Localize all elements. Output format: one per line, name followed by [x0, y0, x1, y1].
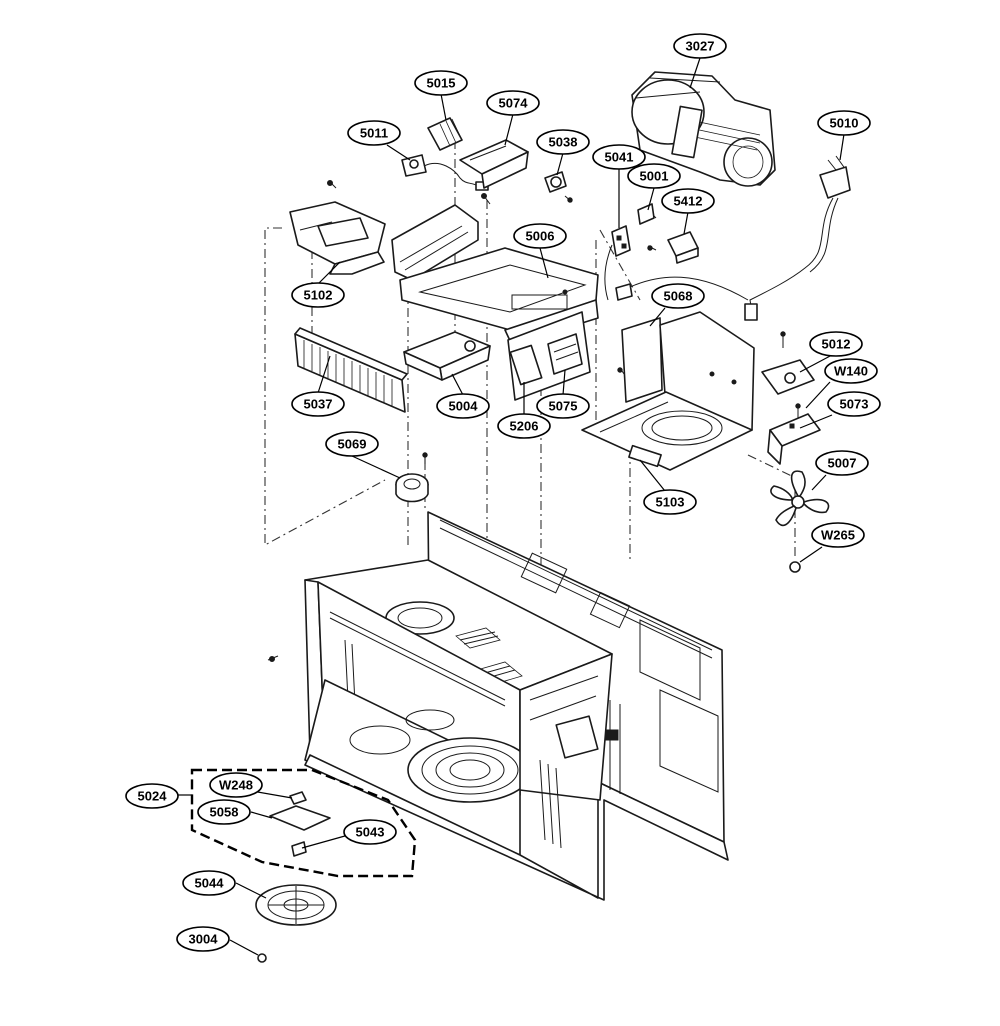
callout-label: 5012 — [822, 337, 851, 352]
power-cord — [744, 155, 851, 321]
thermostat — [544, 171, 567, 193]
callout-5043: 5043 — [343, 819, 397, 845]
callout-label: 5206 — [510, 419, 539, 434]
callout-label: 5043 — [356, 825, 385, 840]
callout-5004: 5004 — [436, 393, 490, 419]
damper-motor — [761, 359, 821, 465]
vent-duct — [289, 201, 386, 275]
callout-label: 5024 — [138, 789, 168, 804]
callout-label: 3004 — [189, 932, 219, 947]
callout-5007: 5007 — [815, 450, 869, 476]
callout-5015: 5015 — [414, 70, 468, 96]
callout-5103: 5103 — [643, 489, 697, 515]
callout-label: 5006 — [526, 229, 555, 244]
callout-5006: 5006 — [513, 223, 567, 249]
light-socket-tube — [427, 117, 463, 151]
callout-5024: 5024 — [125, 783, 179, 809]
callout-label: 5010 — [830, 116, 859, 131]
blower-motor-assembly — [631, 71, 776, 187]
callout-5011: 5011 — [347, 120, 401, 146]
callout-label: 3027 — [686, 39, 715, 54]
callout-label: 5007 — [828, 456, 857, 471]
callout-5058: 5058 — [197, 799, 251, 825]
lamp-holder — [459, 139, 529, 189]
callout-label: 5001 — [640, 169, 669, 184]
callout-label: 5102 — [304, 288, 333, 303]
interlock-switches — [611, 203, 699, 264]
callout-label: W265 — [821, 528, 855, 543]
callout-label: 5075 — [549, 399, 578, 414]
callout-5010: 5010 — [817, 110, 871, 136]
callout-5412: 5412 — [661, 188, 715, 214]
callout-5044: 5044 — [182, 870, 236, 896]
callout-label: 5069 — [338, 437, 367, 452]
callout-5206: 5206 — [497, 413, 551, 439]
callout-5037: 5037 — [291, 391, 345, 417]
callout-W265: W265 — [811, 522, 865, 548]
turntable-coupler — [269, 791, 331, 857]
turntable-support — [255, 884, 337, 963]
oven-cavity-body — [304, 511, 729, 901]
wire-harness — [604, 244, 749, 301]
thermal-sensor-wire — [401, 154, 489, 191]
callout-label: 5073 — [840, 397, 869, 412]
callout-5102: 5102 — [291, 282, 345, 308]
callout-W248: W248 — [209, 772, 263, 798]
callout-label: 5037 — [304, 397, 333, 412]
stirrer-motor — [395, 473, 429, 503]
callout-W140: W140 — [824, 358, 878, 384]
callout-5041: 5041 — [592, 144, 646, 170]
callout-label: 5068 — [664, 289, 693, 304]
callout-label: 5103 — [656, 495, 685, 510]
callout-label: 5044 — [195, 876, 225, 891]
fan-blade — [770, 470, 830, 573]
callout-5012: 5012 — [809, 331, 863, 357]
callout-label: W248 — [219, 778, 253, 793]
callout-3004: 3004 — [176, 926, 230, 952]
callout-5075: 5075 — [536, 393, 590, 419]
callout-label: 5074 — [499, 96, 529, 111]
callout-5069: 5069 — [325, 431, 379, 457]
callout-label: 5038 — [549, 135, 578, 150]
base-plate — [581, 311, 755, 471]
callout-label: 5058 — [210, 805, 239, 820]
callout-3027: 3027 — [673, 33, 727, 59]
upper-chassis-bracket — [391, 204, 599, 346]
callout-label: W140 — [834, 364, 868, 379]
callout-label: 5004 — [449, 399, 479, 414]
grease-filter — [294, 327, 408, 413]
turntable-kit-outline — [190, 768, 417, 878]
leader-lines — [178, 57, 845, 956]
callout-label: 5412 — [674, 194, 703, 209]
callout-5073: 5073 — [827, 391, 881, 417]
callout-label: 5011 — [360, 126, 388, 141]
control-bracket — [507, 311, 591, 401]
callout-label: 5015 — [427, 76, 456, 91]
callout-label: 5041 — [605, 150, 634, 165]
callout-5068: 5068 — [651, 283, 705, 309]
callout-5074: 5074 — [486, 90, 540, 116]
callout-5038: 5038 — [536, 129, 590, 155]
lamp-cover — [403, 331, 491, 381]
callout-5001: 5001 — [627, 163, 681, 189]
